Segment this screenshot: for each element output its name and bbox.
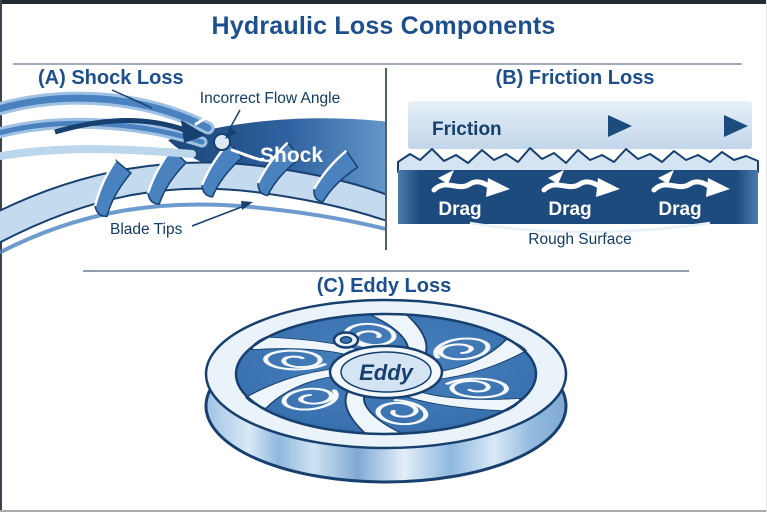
friction-label: Friction bbox=[432, 119, 502, 140]
drag-band bbox=[398, 170, 758, 224]
title-divider bbox=[13, 63, 742, 65]
bowl-edge bbox=[234, 312, 538, 436]
drag-arrows bbox=[431, 170, 730, 197]
blade-tips-arrowhead bbox=[241, 201, 253, 210]
title-leader-line bbox=[111, 89, 153, 109]
rough-surface-profile bbox=[397, 147, 759, 173]
incorrect-flow-leader bbox=[228, 109, 241, 131]
eddy-hub: Eddy bbox=[328, 344, 444, 400]
blade-tips-leader bbox=[191, 205, 245, 227]
friction-panel-title: (B) Friction Loss bbox=[496, 67, 655, 89]
friction-loss-panel: (B) Friction Loss Friction bbox=[397, 67, 759, 248]
drag-label-2: Drag bbox=[548, 199, 591, 220]
frame-left-border bbox=[0, 0, 2, 512]
flow-arrow-head bbox=[181, 120, 206, 143]
friction-arrows bbox=[518, 115, 748, 137]
flow-arrow-shaft bbox=[54, 118, 186, 135]
incorrect-flow-arrowhead bbox=[225, 127, 237, 139]
drag-label-3: Drag bbox=[658, 199, 701, 220]
hub-hole-ring bbox=[332, 331, 360, 349]
incorrect-flow-angle-label: Incorrect Flow Angle bbox=[200, 90, 340, 107]
frame-bottom-border bbox=[0, 510, 767, 512]
drag-label-1: Drag bbox=[438, 199, 481, 220]
frame-top-border bbox=[0, 0, 767, 4]
eddy-label: Eddy bbox=[359, 360, 415, 385]
shock-label: Shock bbox=[260, 144, 323, 167]
vertical-panel-divider bbox=[385, 68, 387, 250]
rough-surface-label: Rough Surface bbox=[528, 231, 631, 248]
eddy-loss-panel: (C) Eddy Loss bbox=[204, 275, 568, 484]
blade-tips-label: Blade Tips bbox=[110, 221, 183, 238]
middle-divider bbox=[83, 270, 689, 272]
page-title: Hydraulic Loss Components bbox=[211, 12, 556, 40]
band-bottom-swoosh bbox=[469, 221, 711, 234]
eddy-panel-title: (C) Eddy Loss bbox=[317, 275, 451, 297]
inner-rim-arc bbox=[0, 202, 385, 255]
shock-loss-panel: Shock (A) Shock Loss Incorrect Flow Angl… bbox=[0, 67, 385, 255]
shock-panel-title: (A) Shock Loss bbox=[38, 67, 184, 89]
